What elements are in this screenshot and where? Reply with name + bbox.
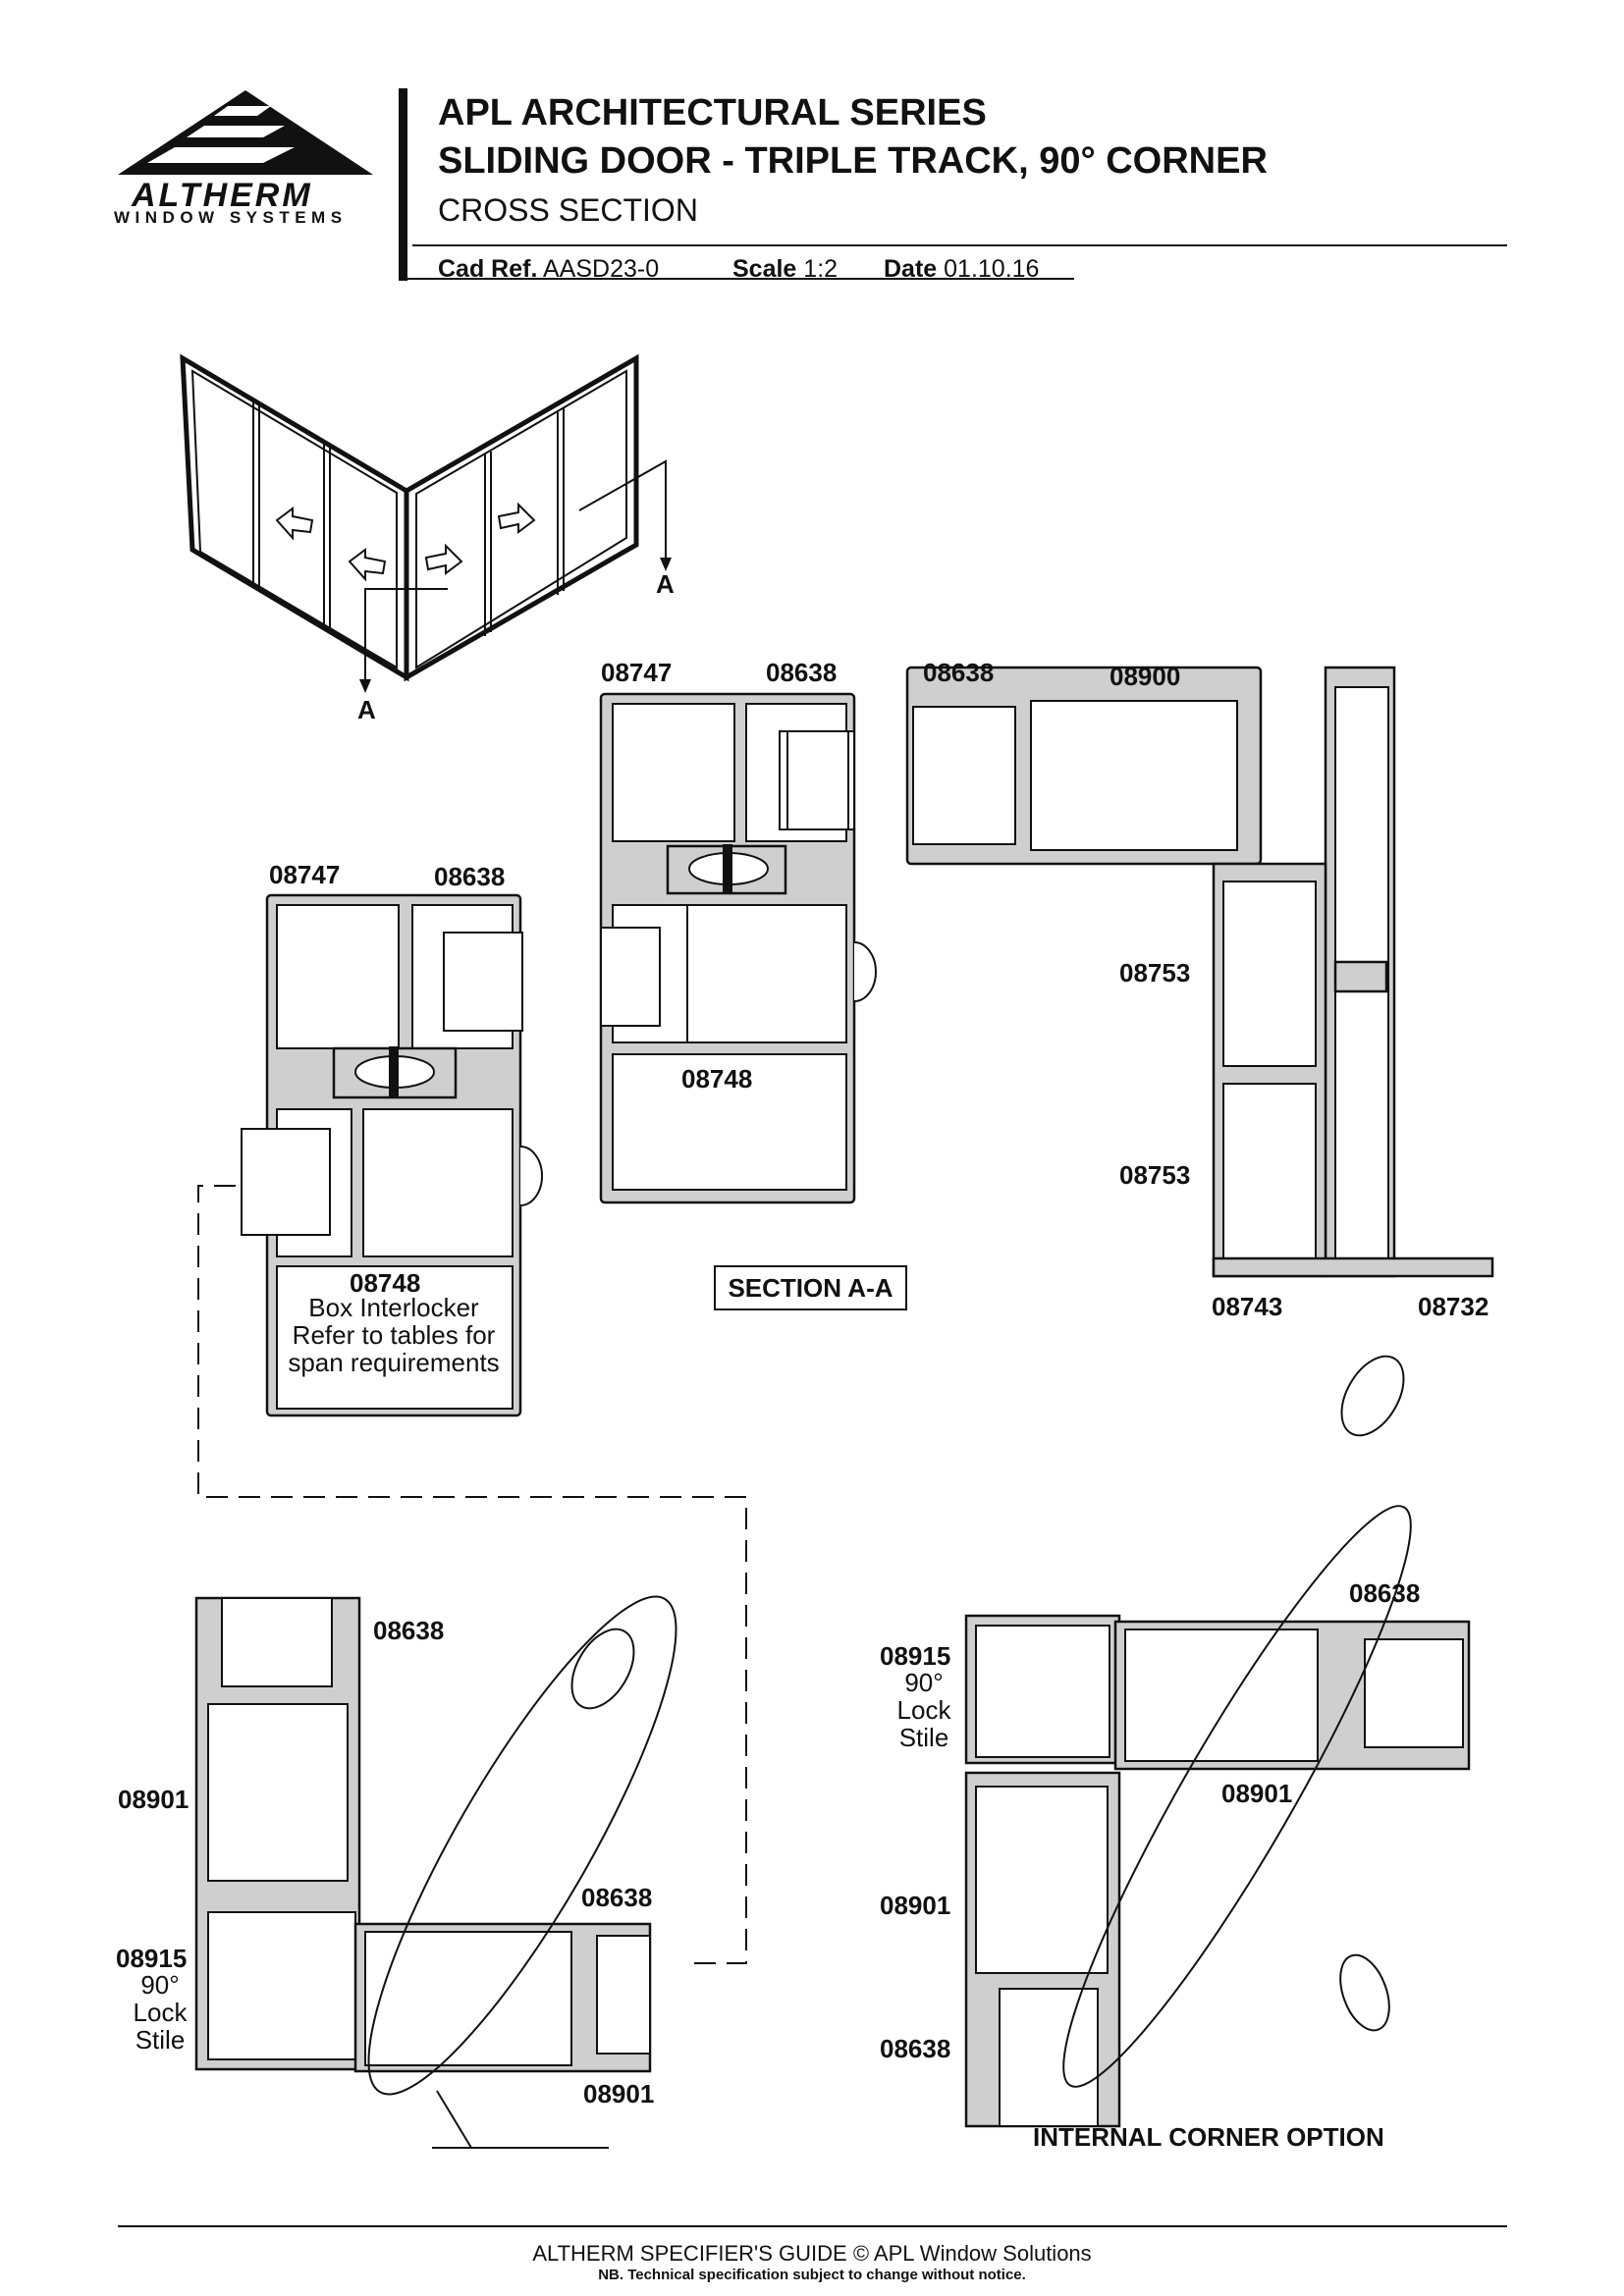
cad-ref-value: AASD23-0 [542, 255, 660, 283]
sa-code-08638-a: 08638 [766, 658, 838, 687]
scale-value: 1:2 [803, 255, 839, 283]
footer-line-2: NB. Technical specification subject to c… [598, 2267, 1026, 2283]
detail-connector-line [197, 1185, 747, 1964]
scale: Scale 1:2 [732, 255, 838, 284]
il-note-line-2: Refer to tables for [292, 1320, 496, 1350]
lower-left-corner-assembly [194, 1595, 677, 2149]
sa-code-08732: 08732 [1418, 1292, 1489, 1321]
ll-code-08638-right: 08638 [581, 1883, 653, 1912]
section-aa-outer-frame [905, 666, 1494, 1278]
ic-code-08638-top: 08638 [1349, 1578, 1421, 1608]
header-divider [399, 88, 407, 281]
sa-code-08748: 08748 [681, 1064, 753, 1094]
ll-code-08901: 08901 [118, 1785, 189, 1814]
brand-name: ALTHERM [132, 177, 313, 214]
cad-ref: Cad Ref. AASD23-0 [438, 255, 659, 284]
section-marker-left: A [357, 695, 376, 724]
brand-tagline: WINDOW SYSTEMS [114, 208, 348, 227]
ll-lock-line-3: Stile [135, 2025, 186, 2055]
sa-code-08900: 08900 [1110, 662, 1181, 691]
cad-ref-label: Cad Ref. [438, 255, 538, 283]
sa-code-08753-upper: 08753 [1119, 958, 1191, 988]
sa-code-08753-lower: 08753 [1119, 1160, 1191, 1190]
title-line-1: APL ARCHITECTURAL SERIES [438, 92, 987, 133]
il-code-08638: 08638 [434, 862, 506, 891]
isometric-corner-door [180, 353, 672, 693]
scale-label: Scale [732, 255, 797, 283]
title-line-2: SLIDING DOOR - TRIPLE TRACK, 90° CORNER [438, 140, 1268, 182]
internal-corner-title: INTERNAL CORNER OPTION [1033, 2122, 1384, 2152]
ic-lock-line-1: 90° [904, 1668, 944, 1697]
il-note-line-1: Box Interlocker [308, 1293, 479, 1322]
footer-line-1: ALTHERM SPECIFIER'S GUIDE © APL Window S… [532, 2241, 1092, 2266]
ic-code-08901-a: 08901 [1221, 1779, 1293, 1808]
il-code-08747: 08747 [269, 860, 341, 889]
sa-code-08743: 08743 [1212, 1292, 1283, 1321]
ll-code-08915: 08915 [116, 1944, 188, 1973]
ic-lock-line-3: Stile [898, 1723, 949, 1752]
il-code-08748: 08748 [350, 1268, 421, 1298]
title-line-3: CROSS SECTION [438, 192, 698, 228]
ll-code-08901-bottom: 08901 [583, 2079, 655, 2109]
ll-code-08638-top: 08638 [373, 1616, 445, 1645]
section-marker-right: A [656, 569, 675, 599]
il-note-line-3: span requirements [288, 1348, 500, 1377]
sa-code-08638-b: 08638 [923, 658, 995, 687]
ic-lock-line-2: Lock [896, 1695, 951, 1725]
section-aa-title: SECTION A-A [714, 1265, 907, 1310]
ll-lock-line-1: 90° [140, 1970, 180, 2000]
date-label: Date [884, 255, 938, 283]
date-value: 01.10.16 [944, 255, 1040, 283]
interlocker-detail-assembly [241, 893, 543, 1417]
ic-code-08638-bottom: 08638 [880, 2034, 951, 2063]
internal-corner-assembly [964, 1355, 1471, 2128]
altherm-logo-mark [118, 90, 373, 175]
date: Date 01.10.16 [884, 255, 1039, 284]
ll-lock-line-2: Lock [133, 1998, 188, 2027]
ic-code-08901-b: 08901 [880, 1891, 951, 1920]
ic-code-08915: 08915 [880, 1641, 951, 1671]
section-aa-interlock-assembly [599, 692, 877, 1204]
sa-code-08747: 08747 [601, 658, 673, 687]
